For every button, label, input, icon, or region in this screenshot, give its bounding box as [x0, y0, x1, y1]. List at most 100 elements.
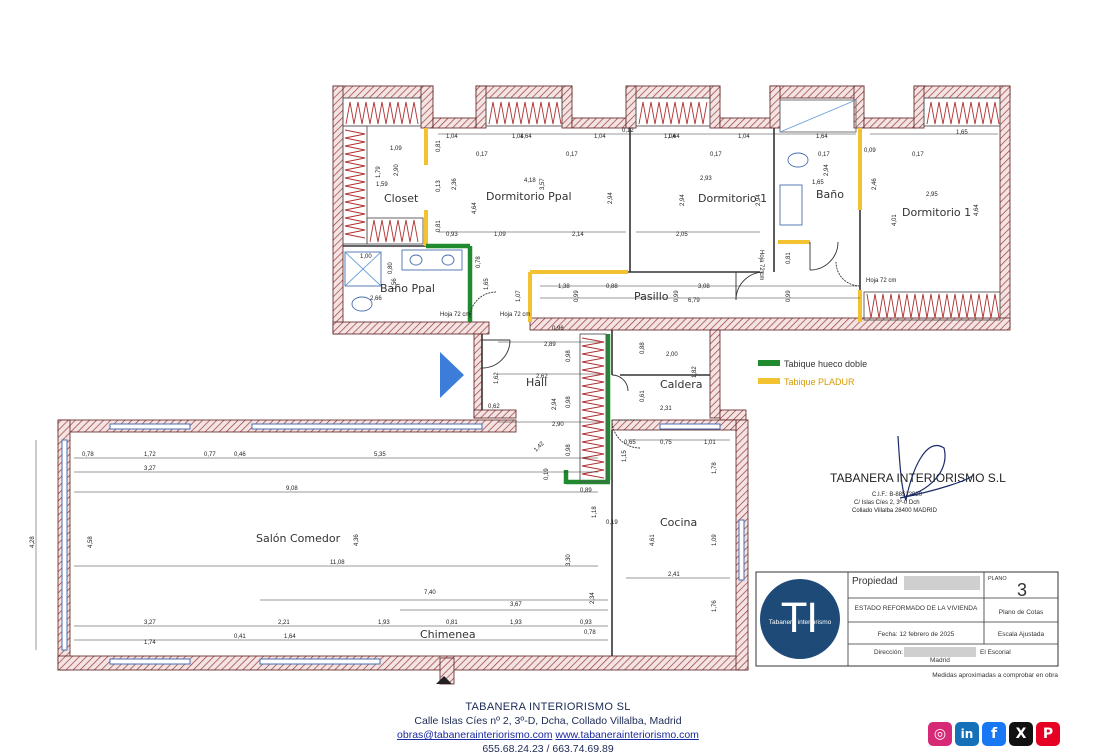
dim: 0,81 [436, 140, 442, 152]
footer-address: Calle Islas Cíes nº 2, 3º-D, Dcha, Colla… [414, 715, 682, 727]
legend-yellow-swatch [758, 378, 780, 384]
door-leaf-labels: Hoja 72 cm Hoja 72 cm Hoja 72 cm Hoja 72… [440, 250, 896, 318]
dim: 1,07 [516, 290, 522, 302]
dim: 0,98 [566, 350, 572, 362]
footer-email-link[interactable]: obras@tabanerainteriorismo.com [397, 729, 553, 741]
dim: 4,64 [472, 202, 478, 214]
dim: 2,14 [572, 232, 584, 238]
room-hall: Hall [526, 376, 547, 389]
dim: 3,27 [144, 620, 156, 626]
dim: 0,78 [584, 630, 596, 636]
dim: 0,93 [580, 620, 592, 626]
dim: 0,17 [476, 152, 488, 158]
partition-legend: Tabique hueco doble Tabique PLADUR [758, 359, 867, 387]
dim: 4,64 [974, 204, 980, 216]
dim: 0,65 [624, 440, 636, 446]
dim: 1,79 [376, 166, 382, 178]
dim: 1,74 [144, 640, 156, 646]
dim: 3,30 [566, 554, 572, 566]
double-hollow-partitions [426, 243, 611, 485]
room-closet: Closet [384, 192, 419, 205]
dimension-labels: 1,04 1,04 1,04 1,04 1,04 0,17 0,17 0,17 … [30, 128, 980, 646]
dim: 2,89 [544, 342, 556, 348]
dim: 4,18 [524, 178, 536, 184]
dim: 0,62 [488, 404, 500, 410]
legend-green-swatch [758, 360, 780, 366]
pinterest-icon[interactable]: P [1036, 722, 1060, 746]
plano-label: PLANO [988, 576, 1007, 582]
hoja-label: Hoja 72 cm [440, 312, 470, 318]
dim: 2,46 [872, 178, 878, 190]
dim: 4,28 [30, 536, 36, 548]
dim: 0,88 [606, 284, 618, 290]
dim: 1,01 [704, 440, 716, 446]
fecha: Fecha: 12 febrero de 2025 [878, 631, 955, 638]
room-dormitorio-1a: Dormitorio 1 [698, 192, 767, 205]
dim: 2,90 [552, 422, 564, 428]
x-icon[interactable]: X [1009, 722, 1033, 746]
direccion-label: Dirección: [874, 649, 903, 656]
dim: 3,67 [510, 602, 522, 608]
dim: 2,94 [824, 164, 830, 176]
instagram-icon[interactable]: ◎ [928, 722, 952, 746]
dim: 0,09 [864, 148, 876, 154]
hoja-label: Hoja 72 cm [866, 278, 896, 284]
legend-pladur: Tabique PLADUR [784, 377, 855, 387]
room-bano: Baño [816, 188, 844, 201]
dim: 0,78 [476, 256, 482, 268]
footer: TABANERA INTERIORISMO SL Calle Islas Cíe… [0, 700, 1096, 756]
dim: 1,64 [520, 134, 532, 140]
dim: 0,99 [574, 290, 580, 302]
dim: 2,94 [552, 398, 558, 410]
dim: 0,99 [674, 290, 680, 302]
direccion-city: El Escorial [980, 649, 1011, 656]
dim: 0,98 [566, 444, 572, 456]
stamp-company: TABANERA INTERIORISMO S.L [830, 471, 1006, 485]
dim: 0,78 [82, 452, 94, 458]
dim: 4,61 [650, 534, 656, 546]
footer-web-link[interactable]: www.tabanerainteriorismo.com [555, 729, 699, 741]
dim: 0,81 [786, 252, 792, 264]
dim: 0,13 [436, 180, 442, 192]
estado: ESTADO REFORMADO DE LA VIVIENDA [855, 605, 978, 612]
company-stamp: TABANERA INTERIORISMO S.L C.I.F.: B-8852… [830, 435, 1006, 514]
dim: 2,94 [756, 194, 762, 206]
dim: 1,09 [390, 146, 402, 152]
direccion-region: Madrid [930, 657, 950, 664]
dim: 2,34 [590, 592, 596, 604]
footer-company: TABANERA INTERIORISMO SL [465, 701, 631, 713]
dim: 1,04 [446, 134, 458, 140]
dim: 1,76 [712, 600, 718, 612]
dim: 1,65 [812, 180, 824, 186]
dim: 0,75 [660, 440, 672, 446]
dim: 1,38 [558, 284, 570, 290]
dim: 1,65 [484, 278, 490, 290]
room-bano-ppal: Baño Ppal [380, 282, 435, 295]
dim: 1,93 [510, 620, 522, 626]
social-icons: ◎ in f X P [928, 722, 1060, 746]
dim: 4,58 [88, 536, 94, 548]
dim: 11,08 [330, 560, 345, 566]
dim: 1,00 [360, 254, 372, 260]
dim: 2,05 [676, 232, 688, 238]
dim: 0,41 [234, 634, 246, 640]
room-cocina: Cocina [660, 516, 697, 529]
dimension-lines [35, 133, 998, 650]
dim: 0,61 [640, 390, 646, 402]
dim: 0,89 [580, 488, 592, 494]
stamp-address: C/ Islas Cíes 2, 3º-0 Dch [854, 499, 920, 506]
room-chimenea: Chimenea [420, 628, 476, 641]
linkedin-icon[interactable]: in [955, 722, 979, 746]
propiedad-redacted [904, 576, 980, 590]
dim: 1,82 [692, 366, 698, 378]
dim: 0,17 [912, 152, 924, 158]
escala: Escala Ajustada [998, 631, 1045, 638]
facebook-icon[interactable]: f [982, 722, 1006, 746]
stamp-city: Collado Villalba 28400 MADRID [852, 508, 938, 514]
dim: 2,93 [700, 176, 712, 182]
dim: 1,72 [144, 452, 156, 458]
medidas-note: Medidas aproximadas a comprobar en obra [932, 672, 1058, 679]
dim: 4,36 [354, 534, 360, 546]
dim: 1,04 [738, 134, 750, 140]
